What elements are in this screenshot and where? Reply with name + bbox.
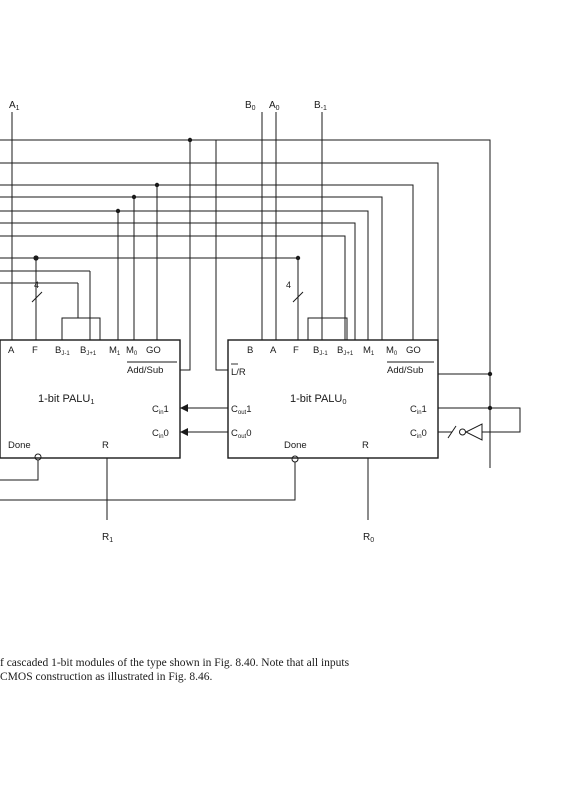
m1-r: R [102, 440, 109, 451]
caption-line-1: f cascaded 1-bit modules of the type sho… [0, 657, 350, 669]
label-a0: A0 [269, 100, 280, 112]
junction-dot [115, 208, 121, 214]
m1-pin-a: A [8, 345, 15, 356]
m0-pin-m1: M1 [363, 345, 375, 357]
m0-pin-bjp1: BJ+1 [337, 345, 354, 357]
m0-lr: L/R [231, 367, 246, 378]
wire-m1-done [0, 460, 39, 481]
m0-pin-go: GO [406, 345, 421, 356]
inverter-bubble [459, 428, 466, 436]
junction-dot [154, 182, 160, 188]
label-bm1: B-1 [314, 100, 327, 112]
wire-m0-bj-pair [307, 317, 348, 340]
junction-dot [187, 137, 193, 143]
wire-bus-140 [0, 139, 491, 468]
wire-m1-bj-pair [61, 317, 101, 340]
label-a1: A1 [9, 100, 20, 112]
m1-done-bubble [34, 453, 42, 461]
m0-pin-m0: M0 [386, 345, 398, 357]
carry0-arrowhead [180, 428, 188, 436]
m0-pin-a: A [270, 345, 277, 356]
wire-bus-211 [0, 210, 369, 340]
m1-pin-go: GO [146, 345, 161, 356]
module0-box [227, 339, 439, 459]
m1-cin1: Cin1 [152, 404, 169, 416]
label-r1: R1 [102, 532, 113, 544]
m1-done: Done [8, 440, 31, 451]
junction-dot [33, 255, 39, 261]
m0-cin0: Cin0 [410, 428, 427, 440]
m0-pin-b: B [247, 345, 253, 356]
wire-bus-185 [0, 184, 414, 340]
bus-slash-m1 [31, 291, 43, 303]
label-b0: B0 [245, 100, 256, 112]
bus-width-label-m1: 4 [34, 280, 39, 290]
bus-width-markers [31, 291, 304, 303]
m0-cout0: Cout0 [231, 428, 252, 440]
junction-dot [487, 371, 493, 377]
wire-bus-197 [0, 196, 383, 340]
inverter-triangle [464, 423, 483, 441]
label-r0: R0 [363, 532, 374, 544]
bus-width-label-m0: 4 [286, 280, 291, 290]
module1-labels: A F BJ-1 BJ+1 M1 M0 GO Add/Sub 1-bit PAL… [8, 345, 169, 451]
overlines [127, 361, 434, 365]
bus-slash-m0 [292, 291, 304, 303]
m0-done-bubble [291, 455, 299, 463]
m0-pin-bjm1: BJ-1 [313, 345, 328, 357]
m1-addsub: Add/Sub [127, 365, 163, 376]
module1-box [0, 339, 181, 459]
inverter [447, 423, 483, 441]
carry-arrows [180, 404, 188, 436]
wire-m0-lr [215, 140, 228, 371]
inverter-slash [447, 425, 457, 439]
wire-m1-addsub [180, 140, 191, 371]
wire-m0-done [0, 462, 296, 501]
wire-bus-163 [0, 162, 439, 340]
wire-bus-223 [0, 222, 356, 340]
m1-pin-m0: M0 [126, 345, 138, 357]
wire-bus-258 [0, 257, 299, 340]
caption-line-2: CMOS construction as illustrated in Fig.… [0, 671, 213, 683]
m0-r: R [362, 440, 369, 451]
m1-title: 1-bit PALU1 [38, 393, 95, 406]
m0-title: 1-bit PALU0 [290, 393, 347, 406]
m0-pin-f: F [293, 345, 299, 356]
m0-cin1: Cin1 [410, 404, 427, 416]
m1-pin-bjp1: BJ+1 [80, 345, 97, 357]
junction-dot [487, 405, 493, 411]
carry1-arrowhead [180, 404, 188, 412]
junction-dots [33, 137, 493, 411]
figure-caption: f cascaded 1-bit modules of the type sho… [0, 656, 560, 684]
m1-pin-m1: M1 [109, 345, 121, 357]
wiring [0, 112, 521, 520]
m0-cout1: Cout1 [231, 404, 252, 416]
m0-addsub: Add/Sub [387, 365, 423, 376]
junction-dot [295, 255, 301, 261]
wire-bus-236 [0, 235, 346, 340]
m1-pin-f: F [32, 345, 38, 356]
wire-m0-cin1 [438, 407, 521, 433]
m0-done: Done [284, 440, 307, 451]
m1-cin0: Cin0 [152, 428, 169, 440]
module0-labels: B A F BJ-1 BJ+1 M1 M0 GO L/R Add/Sub 1-b… [231, 345, 427, 451]
m1-pin-bjm1: BJ-1 [55, 345, 70, 357]
junction-dot [131, 194, 137, 200]
